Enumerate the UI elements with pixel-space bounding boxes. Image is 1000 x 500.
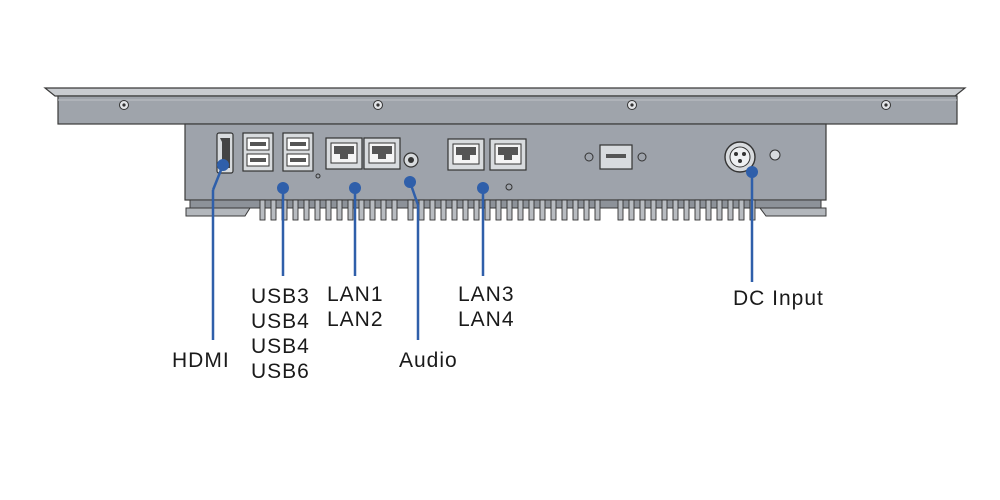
screw-icon	[881, 100, 891, 110]
screw-icon	[769, 149, 781, 161]
heatsink-fin-icon	[292, 199, 299, 221]
leader-hdmi	[211, 159, 229, 340]
screw-icon	[119, 100, 129, 110]
cover-plate-icon	[584, 144, 647, 170]
label-usb: USB3 USB4 USB4 USB6	[251, 284, 310, 384]
label-usb-line: USB3	[251, 285, 310, 308]
audio-jack-icon	[403, 152, 419, 168]
heatsink-fin-icon	[495, 199, 502, 221]
label-lan34: LAN3 LAN4	[458, 282, 515, 332]
label-usb-line: USB4	[251, 310, 310, 333]
heatsink-fin-icon	[716, 199, 723, 221]
heatsink-fin-icon	[528, 199, 535, 221]
heatsink-fin-icon	[336, 199, 343, 221]
heatsink-fin-icon	[661, 199, 668, 221]
heatsink-fin-icon	[303, 199, 310, 221]
heatsink-fin-icon	[517, 199, 524, 221]
heatsink-fin-icon	[407, 199, 414, 221]
heatsink-fin-icon	[738, 199, 745, 221]
heatsink-fin-icon	[583, 199, 590, 221]
heatsink-fin-icon	[391, 199, 398, 221]
label-lan12: LAN1 LAN2	[327, 282, 384, 332]
heatsink-fin-icon	[694, 199, 701, 221]
label-lan-line: LAN4	[458, 308, 515, 331]
heatsink-fin-icon	[683, 199, 690, 221]
heatsink-fin-icon	[617, 199, 624, 221]
heatsink-fin-icon	[369, 199, 376, 221]
heatsink-fin-icon	[429, 199, 436, 221]
heatsink-fin-icon	[270, 199, 277, 221]
heatsink-fin-icon	[358, 199, 365, 221]
heatsink-fin-icon	[650, 199, 657, 221]
heatsink-fin-icon	[451, 199, 458, 221]
heatsink-fin-icon	[506, 199, 513, 221]
heatsink-fin-icon	[347, 199, 354, 221]
label-usb-line: USB6	[251, 360, 310, 383]
rj45-port-icon	[489, 138, 527, 171]
heatsink-fin-icon	[440, 199, 447, 221]
heatsink-fin-icon	[314, 199, 321, 221]
usb-port-icon	[242, 132, 274, 172]
heatsink-fin-icon	[672, 199, 679, 221]
leader-lines	[211, 159, 758, 340]
heatsink-fin-icon	[473, 199, 480, 221]
heatsink-fin-icon	[484, 199, 491, 221]
heatsink-fin-icon	[418, 199, 425, 221]
screw-icon	[373, 100, 383, 110]
screw-icon	[505, 183, 513, 191]
heatsink-fin-icon	[727, 199, 734, 221]
heatsink-fin-icon	[259, 199, 266, 221]
label-lan-line: LAN2	[327, 308, 384, 331]
heatsink-fin-icon	[325, 199, 332, 221]
screw-icon	[627, 100, 637, 110]
usb-port-icon	[282, 132, 314, 172]
heatsink-fin-icon	[380, 199, 387, 221]
label-dc-input: DC Input	[733, 287, 824, 310]
leader-lan34	[477, 182, 489, 276]
rj45-port-icon	[325, 137, 363, 170]
rj45-port-icon	[447, 138, 485, 171]
label-lan-line: LAN3	[458, 283, 515, 306]
label-audio: Audio	[399, 349, 458, 372]
heatsink-fin-icon	[539, 199, 546, 221]
label-hdmi: HDMI	[172, 349, 230, 372]
heatsink-fin-icon	[628, 199, 635, 221]
leader-dc	[746, 166, 758, 282]
heatsink-fin-icon	[594, 199, 601, 221]
label-lan-line: LAN1	[327, 283, 384, 306]
heatsink-fin-icon	[572, 199, 579, 221]
rj45-port-icon	[363, 137, 401, 170]
heatsink-fin-icon	[462, 199, 469, 221]
label-usb-line: USB4	[251, 335, 310, 358]
heatsink-fin-icon	[639, 199, 646, 221]
dc-jack-icon	[724, 141, 756, 173]
leader-usb	[277, 182, 289, 276]
heatsink-fin-icon	[550, 199, 557, 221]
heatsink-fin-icon	[705, 199, 712, 221]
heatsink-fin-icon	[561, 199, 568, 221]
leader-audio	[404, 176, 420, 340]
indicator-hole	[315, 173, 321, 179]
leader-lan12	[349, 182, 361, 276]
front-bezel	[43, 87, 967, 125]
